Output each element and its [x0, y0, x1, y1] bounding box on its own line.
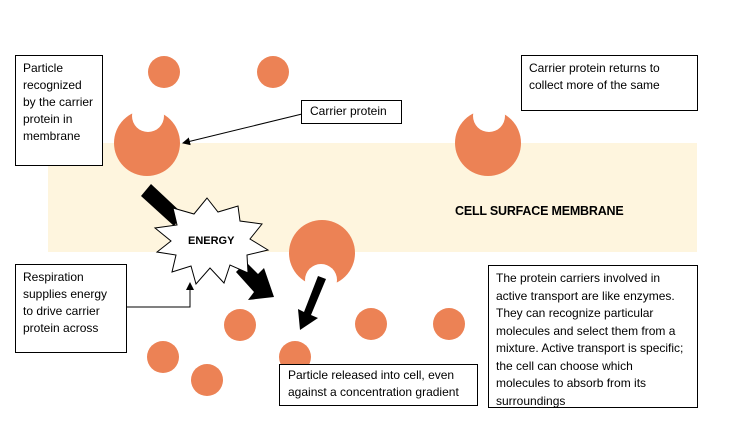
particle [433, 308, 465, 340]
particle-released-text: Particle released into cell, even agains… [288, 368, 459, 399]
particle [148, 56, 180, 88]
carrier-protein-returning [455, 110, 521, 176]
explanation-label: The protein carriers involved in active … [488, 265, 698, 408]
release-arrow [298, 276, 326, 330]
carrier-protein-label: Carrier protein [301, 100, 402, 124]
respiration-pointer [126, 282, 194, 308]
respiration-label: Respiration supplies energy to drive car… [15, 264, 127, 353]
energy-starburst-icon [153, 197, 270, 286]
particle-recognized-label: Particle recognized by the carrier prote… [15, 55, 103, 166]
particle [257, 56, 289, 88]
carrier-returns-text: Carrier protein returns to collect more … [529, 61, 660, 92]
energy-input-arrow [141, 184, 183, 226]
carrier-returns-label: Carrier protein returns to collect more … [521, 55, 698, 111]
explanation-text: The protein carriers involved in active … [496, 271, 684, 408]
membrane-label: CELL SURFACE MEMBRANE [455, 204, 624, 218]
particle-released-label: Particle released into cell, even agains… [279, 364, 478, 406]
particle [224, 309, 256, 341]
particle [355, 308, 387, 340]
particle [191, 364, 223, 396]
carrier-protein-pointer [182, 113, 303, 146]
energy-label: ENERGY [188, 235, 235, 247]
particle [147, 341, 179, 373]
carrier-protein-releasing [289, 220, 355, 286]
respiration-text: Respiration supplies energy to drive car… [23, 270, 108, 335]
carrier-protein-text: Carrier protein [310, 104, 387, 118]
particle-recognized-text: Particle recognized by the carrier prote… [23, 61, 94, 143]
carrier-protein-with-particle [114, 110, 180, 176]
